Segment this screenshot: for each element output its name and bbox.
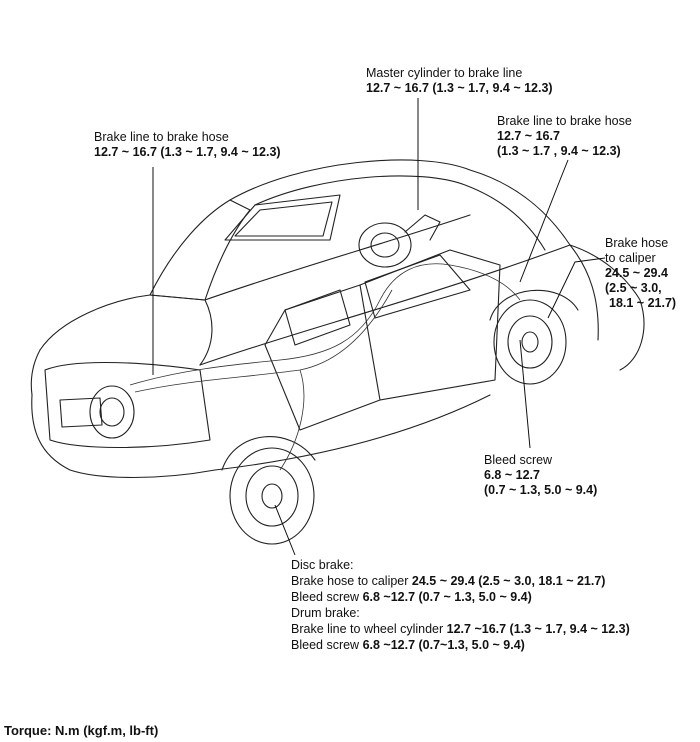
torque-units-note: Torque: N.m (kgf.m, lb-ft)	[4, 723, 159, 738]
bleed-screw-title: Bleed screw	[484, 453, 553, 467]
drum-brake-heading: Drum brake:	[291, 606, 360, 620]
label-bleed-screw: Bleed screw 6.8 ~ 12.7 (0.7 ~ 1.3, 5.0 ~…	[484, 453, 597, 498]
brake-line-main	[129, 263, 521, 386]
car-side	[199, 244, 599, 366]
hose-caliper-value1: 24.5 ~ 29.4	[605, 266, 668, 280]
master-cylinder-title: Master cylinder to brake line	[366, 66, 523, 80]
hose-caliper-value2: (2.5 ~ 3.0,	[605, 281, 662, 295]
brake-booster	[358, 222, 412, 268]
sunroof	[224, 194, 341, 241]
label-master-cylinder: Master cylinder to brake line 12.7 ~ 16.…	[366, 66, 553, 96]
rear-window	[149, 199, 251, 301]
disc-bleed-row: Bleed screw 6.8 ~12.7 (0.7 ~ 1.3, 5.0 ~ …	[291, 589, 630, 605]
master-cylinder-value: 12.7 ~ 16.7 (1.3 ~ 1.7, 9.4 ~ 12.3)	[366, 81, 553, 95]
license-plate	[59, 397, 103, 428]
hose-caliper-value3: 18.1 ~ 21.7)	[609, 296, 677, 310]
disc-hose-label: Brake hose to caliper	[291, 574, 412, 588]
trunk	[39, 294, 213, 366]
disc-brake-heading: Disc brake:	[291, 558, 354, 572]
leader-caliper	[547, 257, 606, 319]
drum-line-label: Brake line to wheel cylinder	[291, 622, 447, 636]
leader-disc	[274, 504, 296, 556]
leader-bleed	[519, 339, 531, 449]
label-hose-caliper: Brake hose to caliper 24.5 ~ 29.4 (2.5 ~…	[605, 236, 676, 311]
rear-bumper	[31, 394, 216, 479]
bleed-screw-value1: 6.8 ~ 12.7	[484, 468, 540, 482]
drum-line-row: Brake line to wheel cylinder 12.7 ~16.7 …	[291, 621, 630, 637]
rear-panel	[44, 361, 211, 449]
brake-line-left-value: 12.7 ~ 16.7 (1.3 ~ 1.7, 9.4 ~ 12.3)	[94, 145, 281, 159]
drum-bleed-label: Bleed screw	[291, 638, 363, 652]
disc-hose-value: 24.5 ~ 29.4 (2.5 ~ 3.0, 18.1 ~ 21.7)	[411, 574, 606, 588]
front-wheel	[493, 299, 567, 385]
label-brake-line-right: Brake line to brake hose 12.7 ~ 16.7 (1.…	[497, 114, 632, 159]
rear-door	[264, 284, 381, 431]
bleed-screw-value2: (0.7 ~ 1.3, 5.0 ~ 9.4)	[484, 483, 598, 497]
brake-line-right-title: Brake line to brake hose	[497, 114, 632, 128]
label-brake-line-left: Brake line to brake hose 12.7 ~ 16.7 (1.…	[94, 130, 281, 160]
rear-wheel	[229, 447, 315, 545]
rear-drum	[89, 385, 135, 439]
drum-bleed-value: 6.8 ~12.7 (0.7~1.3, 5.0 ~ 9.4)	[362, 638, 525, 652]
disc-hose-row: Brake hose to caliper 24.5 ~ 29.4 (2.5 ~…	[291, 573, 630, 589]
hose-caliper-title1: Brake hose	[605, 236, 669, 250]
spec-block: Disc brake: Brake hose to caliper 24.5 ~…	[291, 557, 630, 653]
brake-line-left-title: Brake line to brake hose	[94, 130, 229, 144]
drum-line-value: 12.7 ~16.7 (1.3 ~ 1.7, 9.4 ~ 12.3)	[446, 622, 630, 636]
hose-caliper-title2: to caliper	[605, 251, 656, 265]
brake-line-right-value1: 12.7 ~ 16.7	[497, 129, 560, 143]
brake-line-right-value2: (1.3 ~ 1.7 , 9.4 ~ 12.3)	[497, 144, 621, 158]
disc-bleed-value: 6.8 ~12.7 (0.7 ~ 1.3, 5.0 ~ 9.4)	[362, 590, 532, 604]
disc-bleed-label: Bleed screw	[291, 590, 363, 604]
car-roof	[229, 159, 571, 246]
drum-bleed-row: Bleed screw 6.8 ~12.7 (0.7~1.3, 5.0 ~ 9.…	[291, 637, 630, 653]
leader-right	[519, 159, 569, 283]
car-roof-inner	[254, 175, 546, 251]
